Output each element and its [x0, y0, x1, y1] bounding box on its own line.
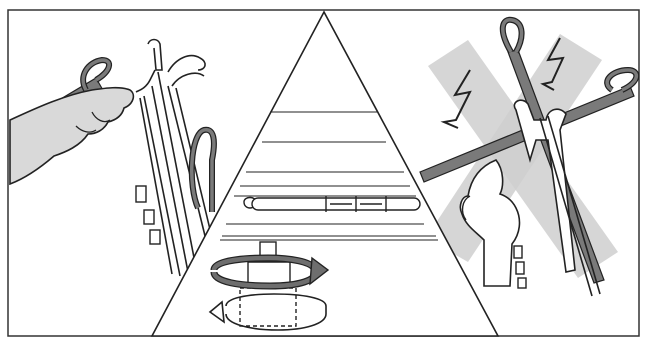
left-panel — [10, 40, 214, 277]
spring-coil — [514, 246, 526, 288]
hand — [10, 88, 133, 184]
adjustment-bar — [244, 196, 420, 212]
spring-coil — [136, 186, 160, 244]
